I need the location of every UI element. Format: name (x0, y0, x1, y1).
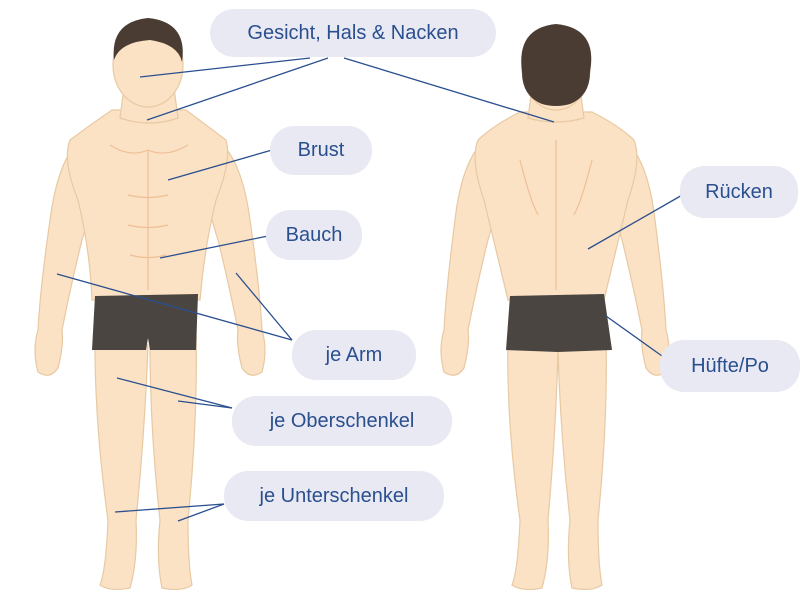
label-face-neck-nape: Gesicht, Hals & Nacken (210, 9, 496, 57)
label-back: Rücken (680, 166, 798, 218)
back-hair (521, 24, 591, 106)
label-thigh: je Oberschenkel (232, 396, 452, 446)
label-arm: je Arm (292, 330, 416, 380)
front-shorts (92, 294, 198, 350)
back-figure (441, 24, 669, 589)
label-shin: je Unterschenkel (224, 471, 444, 521)
label-belly: Bauch (266, 210, 362, 260)
label-chest: Brust (270, 126, 372, 175)
label-hip-buttocks: Hüfte/Po (660, 340, 800, 392)
back-shorts (506, 294, 612, 352)
